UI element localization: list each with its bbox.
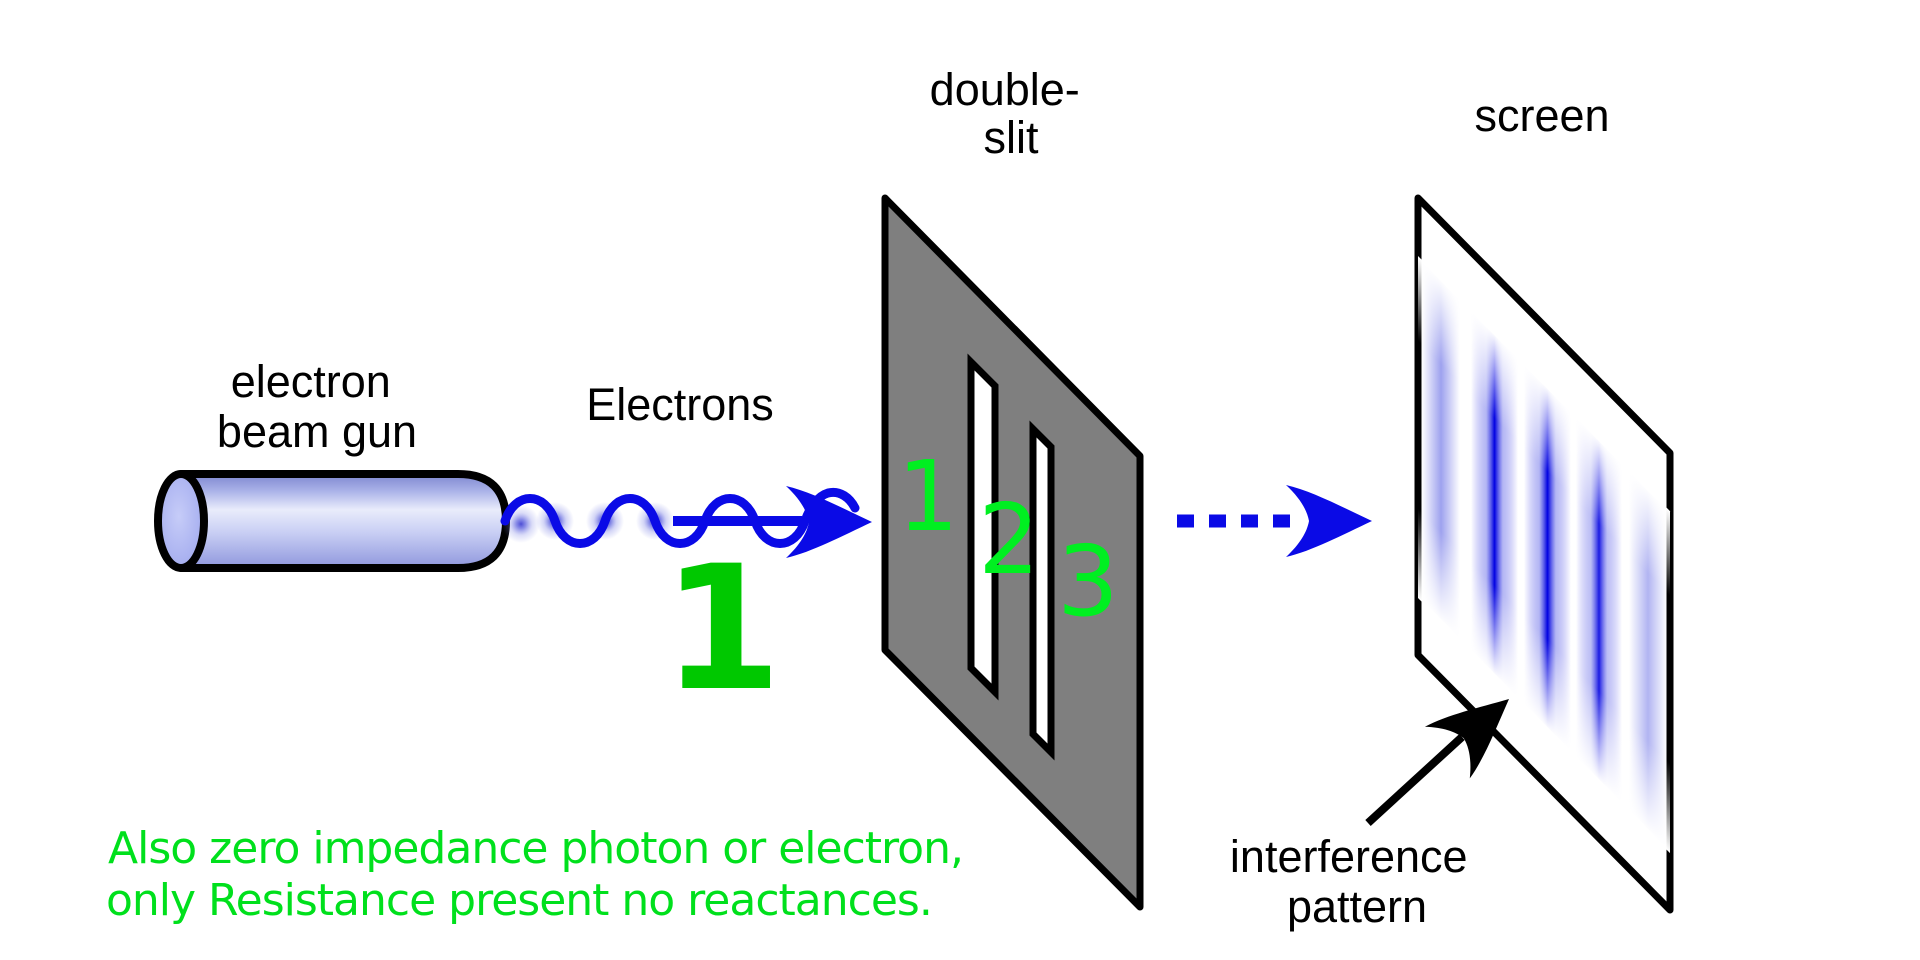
interference-pointer-arrow [1365, 673, 1532, 826]
band-top-fade [1418, 256, 1670, 597]
electrons-label: Electrons [586, 379, 774, 430]
electron-gun-cylinder [154, 470, 510, 572]
screen-label: screen [1474, 90, 1609, 141]
dashed-beam-arrow [1177, 485, 1372, 557]
electron-wave-group [500, 486, 872, 558]
double-slit-label-line2: slit [984, 112, 1039, 163]
gun-body [177, 470, 510, 572]
annotation-note: Also zero impedance photon or electron, … [106, 823, 976, 926]
slit-marker-3: 3 [1057, 525, 1119, 638]
slit-opening-right [1029, 420, 1055, 761]
slit-marker-1: 1 [897, 440, 959, 553]
pointer-shaft [1365, 734, 1465, 826]
gun-label-line2: beam gun [217, 406, 417, 457]
slit-marker-2: 2 [978, 483, 1040, 596]
electron-count-marker: 1 [662, 528, 782, 729]
annotation-line2: only Resistance present no reactances. [106, 875, 932, 926]
interference-label-line1: interference [1230, 831, 1468, 882]
gun-end-cap [154, 470, 208, 572]
annotation-line1: Also zero impedance photon or electron, [108, 823, 963, 874]
interference-bands [1418, 256, 1670, 854]
dashed-beam-arrowhead [1286, 485, 1372, 557]
gun-label-line1: electron [231, 356, 391, 407]
interference-label: interference pattern [1230, 831, 1480, 932]
double-slit-label-line1: double- [930, 64, 1080, 115]
interference-label-line2: pattern [1287, 881, 1427, 932]
double-slit-label: double- slit [930, 64, 1093, 163]
gun-label: electron beam gun [217, 356, 417, 457]
slit-opening-left [967, 353, 999, 701]
band-bottom-fade [1418, 507, 1670, 854]
double-slit-panel [881, 194, 1144, 911]
